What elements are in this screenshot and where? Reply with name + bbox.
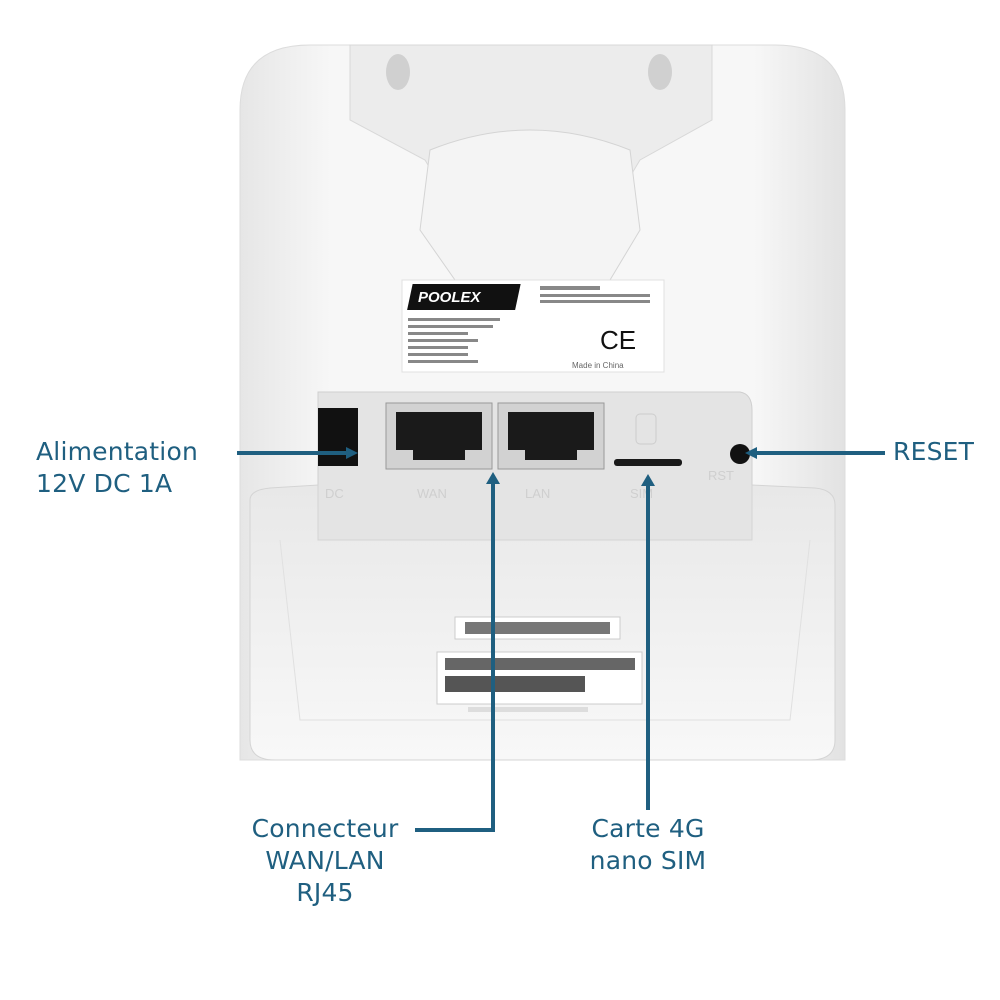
reset-button xyxy=(730,444,750,464)
wan-lan-callout: Connecteur WAN/LAN RJ45 xyxy=(225,813,425,909)
lan-port xyxy=(508,412,594,460)
wan-lan-callout-line2: WAN/LAN xyxy=(265,846,385,875)
port-label-rst: RST xyxy=(708,468,734,483)
port-label-lan: LAN xyxy=(525,486,550,501)
sim-slot xyxy=(614,459,682,466)
reset-callout: RESET xyxy=(893,436,974,468)
device-label-sticker: POOLEX CE Made in China xyxy=(401,279,665,373)
port-panel: DC WAN LAN SIM RST xyxy=(317,391,753,541)
power-callout: Alimentation 12V DC 1A xyxy=(36,436,198,500)
label-brand: POOLEX xyxy=(418,289,482,306)
port-label-dc: DC xyxy=(325,486,344,501)
sim-callout-line2: nano SIM xyxy=(589,846,707,875)
wan-lan-callout-line3: RJ45 xyxy=(296,878,354,907)
power-callout-line2: 12V DC 1A xyxy=(36,469,173,498)
power-callout-line1: Alimentation xyxy=(36,437,198,466)
port-label-wan: WAN xyxy=(417,486,447,501)
wan-port xyxy=(396,412,482,460)
wan-lan-callout-line1: Connecteur xyxy=(251,814,399,843)
reset-callout-line1: RESET xyxy=(893,437,975,466)
wan-lan-callout-line xyxy=(415,480,495,832)
ce-mark: CE xyxy=(600,325,636,355)
port-cover-flap xyxy=(249,484,836,761)
label-origin: Made in China xyxy=(572,361,624,370)
dc-power-port xyxy=(318,408,358,466)
sim-callout-line1: Carte 4G xyxy=(591,814,705,843)
mounting-bracket xyxy=(349,44,713,281)
sim-callout: Carte 4G nano SIM xyxy=(548,813,748,877)
